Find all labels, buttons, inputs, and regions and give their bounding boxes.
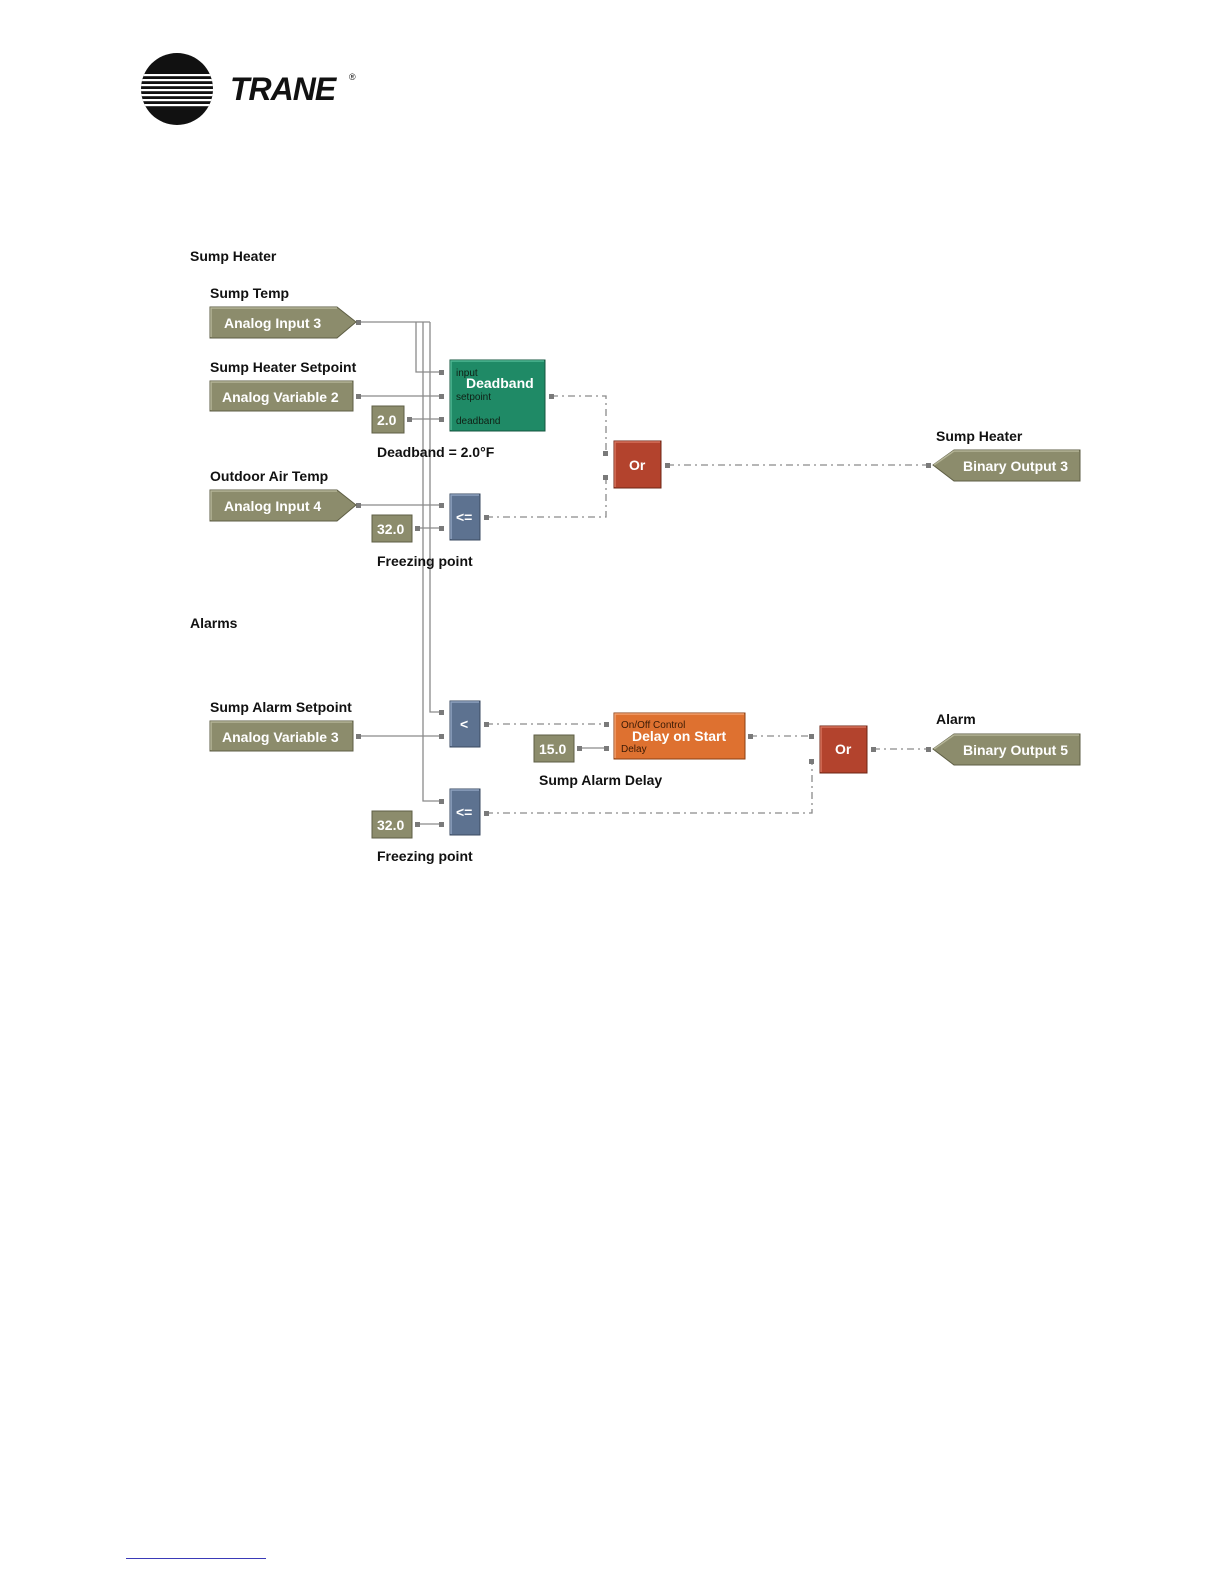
label-sump-alarm-delay: Sump Alarm Delay <box>539 772 662 788</box>
dashed-wires <box>486 395 928 814</box>
constant-freeze-2[interactable]: 32.0 <box>371 810 413 839</box>
or-alarm-label: Or <box>835 741 852 757</box>
block-binary-output-5[interactable]: Binary Output 5 <box>932 733 1081 766</box>
block-or-heater[interactable]: Or <box>613 440 662 489</box>
block-analog-variable-3[interactable]: Analog Variable 3 <box>209 720 354 752</box>
connection-dots <box>356 320 931 827</box>
or-heater-label: Or <box>629 457 646 473</box>
block-analog-input-3[interactable]: Analog Input 3 <box>209 306 357 339</box>
delay-title: Delay on Start <box>632 728 726 744</box>
compare-le-alarm-label: <= <box>456 804 472 820</box>
delay-port-control: On/Off Control <box>621 720 685 731</box>
label-freezing-point-2: Freezing point <box>377 848 473 864</box>
section-sump-heater: Sump Heater <box>190 248 277 264</box>
constant-delay-value: 15.0 <box>539 741 566 757</box>
constant-deadband-value: 2.0 <box>377 412 397 428</box>
brand-wordmark: TRANE <box>230 71 338 107</box>
constant-freeze-2-value: 32.0 <box>377 817 404 833</box>
constant-freeze-1[interactable]: 32.0 <box>371 514 413 543</box>
delay-port-delay: Delay <box>621 744 647 755</box>
label-sump-heater-output: Sump Heater <box>936 428 1023 444</box>
analog-input-4-label: Analog Input 4 <box>224 498 321 514</box>
label-freezing-point-1: Freezing point <box>377 553 473 569</box>
compare-lt-alarm-label: < <box>460 716 468 732</box>
solid-wires <box>358 321 607 825</box>
compare-le-heater-label: <= <box>456 509 472 525</box>
label-outdoor-air-temp: Outdoor Air Temp <box>210 468 328 484</box>
label-alarm-output: Alarm <box>936 711 976 727</box>
analog-variable-3-label: Analog Variable 3 <box>222 729 339 745</box>
footer-link-underline <box>126 1558 266 1559</box>
constant-freeze-1-value: 32.0 <box>377 521 404 537</box>
svg-text:®: ® <box>349 72 356 82</box>
deadband-port-deadband: deadband <box>456 416 501 427</box>
block-binary-output-3[interactable]: Binary Output 3 <box>932 449 1081 482</box>
binary-output-3-label: Binary Output 3 <box>963 458 1068 474</box>
block-delay-on-start[interactable]: On/Off Control Delay on Start Delay <box>613 712 746 760</box>
block-compare-le-heater[interactable]: <= <box>449 493 481 541</box>
constant-delay[interactable]: 15.0 <box>533 734 575 763</box>
constant-deadband[interactable]: 2.0 <box>371 405 405 434</box>
block-compare-lt-alarm[interactable]: < <box>449 700 481 748</box>
analog-input-3-label: Analog Input 3 <box>224 315 321 331</box>
section-alarms: Alarms <box>190 615 238 631</box>
deadband-port-input: input <box>456 368 478 379</box>
trane-logo: TRANE ® <box>141 53 356 125</box>
label-sump-temp: Sump Temp <box>210 285 289 301</box>
binary-output-5-label: Binary Output 5 <box>963 742 1068 758</box>
block-compare-le-alarm[interactable]: <= <box>449 788 481 836</box>
deadband-title: Deadband <box>466 375 534 391</box>
analog-variable-2-label: Analog Variable 2 <box>222 389 339 405</box>
block-deadband[interactable]: input Deadband setpoint deadband <box>449 359 546 432</box>
block-analog-input-4[interactable]: Analog Input 4 <box>209 489 357 522</box>
block-analog-variable-2[interactable]: Analog Variable 2 <box>209 380 354 412</box>
logo-stripes-icon <box>141 74 213 107</box>
block-or-alarm[interactable]: Or <box>819 725 868 774</box>
label-sump-alarm-setpoint: Sump Alarm Setpoint <box>210 699 352 715</box>
label-deadband-note: Deadband = 2.0°F <box>377 444 495 460</box>
label-sump-heater-setpoint: Sump Heater Setpoint <box>210 359 357 375</box>
deadband-port-setpoint: setpoint <box>456 392 491 403</box>
